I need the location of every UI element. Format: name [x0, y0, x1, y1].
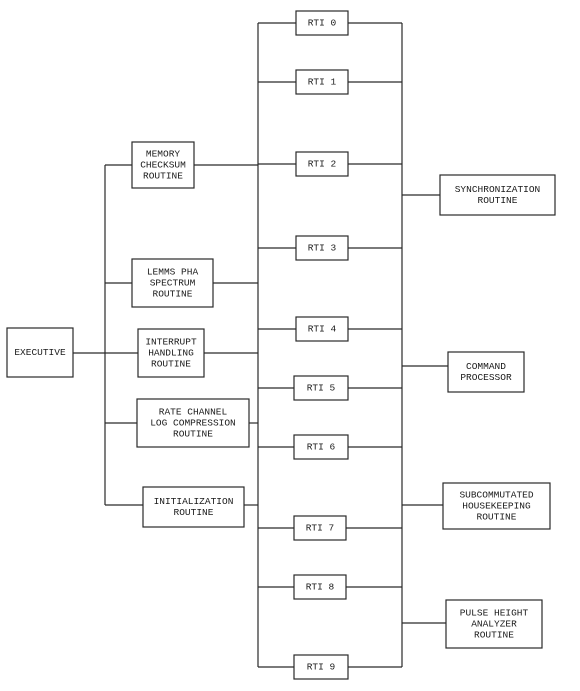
rate-channel-box-label: ROUTINE [173, 429, 213, 440]
memory-checksum-box-label: ROUTINE [143, 171, 183, 182]
rate-channel-box-label: RATE CHANNEL [159, 407, 228, 418]
command-processor-box-frame [447, 351, 525, 393]
executive-box-label: EXECUTIVE [14, 347, 66, 358]
rti-6-box: RTI 6 [293, 434, 349, 460]
rti-8-box-frame [293, 574, 347, 600]
interrupt-handling-box-frame [137, 328, 205, 378]
rti-3-box-frame [295, 235, 349, 261]
pulse-height-box-label: ROUTINE [474, 630, 514, 641]
rti-5-box-frame [293, 375, 349, 401]
rti-0-box: RTI 0 [295, 10, 349, 36]
interrupt-handling-box-label: INTERRUPT [145, 337, 197, 348]
rti-6-box-frame [293, 434, 349, 460]
memory-checksum-box-frame [131, 141, 195, 189]
pulse-height-box-label: ANALYZER [471, 619, 517, 630]
executive-box: EXECUTIVE [6, 327, 74, 378]
synchronization-box-frame [439, 174, 556, 216]
rti-7-box-frame [293, 515, 347, 541]
rti-9-box: RTI 9 [293, 654, 349, 680]
initialization-box-label: ROUTINE [174, 507, 214, 518]
rti-3-box: RTI 3 [295, 235, 349, 261]
synchronization-box-label: ROUTINE [478, 195, 518, 206]
executive-box-frame [6, 327, 74, 378]
command-processor-box-label: COMMAND [466, 361, 506, 372]
rti-7-box: RTI 7 [293, 515, 347, 541]
rti-9-box-frame [293, 654, 349, 680]
lemms-pha-box-label: LEMMS PHA [147, 267, 199, 278]
memory-checksum-box-label: CHECKSUM [140, 160, 186, 171]
rate-channel-box-frame [136, 398, 250, 448]
rti-1-box: RTI 1 [295, 69, 349, 95]
subcommutated-housekeeping-box-label: ROUTINE [477, 512, 517, 523]
rti-8-box: RTI 8 [293, 574, 347, 600]
pulse-height-box-frame [445, 599, 543, 649]
rti-8-box-label: RTI 8 [306, 582, 335, 593]
rti-1-box-label: RTI 1 [308, 77, 337, 88]
rti-2-box-label: RTI 2 [308, 159, 337, 170]
rti-4-box-label: RTI 4 [308, 324, 337, 335]
pulse-height-box-label: PULSE HEIGHT [460, 608, 529, 619]
rti-3-box-label: RTI 3 [308, 243, 337, 254]
subcommutated-housekeeping-box-frame [442, 482, 551, 530]
synchronization-box-label: SYNCHRONIZATION [455, 184, 541, 195]
subcommutated-housekeeping-box-label: SUBCOMMUTATED [459, 490, 533, 501]
rti-6-box-label: RTI 6 [307, 442, 336, 453]
lemms-pha-box-frame [131, 258, 214, 308]
rti-5-box-label: RTI 5 [307, 383, 336, 394]
rti-2-box-frame [295, 151, 349, 177]
rate-channel-box-label: LOG COMPRESSION [150, 418, 236, 429]
rti-2-box: RTI 2 [295, 151, 349, 177]
interrupt-handling-box-label: HANDLING [148, 348, 194, 359]
interrupt-handling-box-label: ROUTINE [151, 359, 191, 370]
lemms-pha-box-label: SPECTRUM [150, 278, 196, 289]
rti-9-box-label: RTI 9 [307, 662, 336, 673]
subcommutated-housekeeping-box-label: HOUSEKEEPING [462, 501, 531, 512]
rti-0-box-frame [295, 10, 349, 36]
initialization-box-frame [142, 486, 245, 528]
rti-4-box-frame [295, 316, 349, 342]
rti-4-box: RTI 4 [295, 316, 349, 342]
rti-5-box: RTI 5 [293, 375, 349, 401]
rti-0-box-label: RTI 0 [308, 18, 337, 29]
memory-checksum-box-label: MEMORY [146, 149, 181, 160]
command-processor-box-label: PROCESSOR [460, 372, 512, 383]
initialization-box-label: INITIALIZATION [154, 496, 234, 507]
lemms-pha-box-label: ROUTINE [153, 289, 193, 300]
rti-7-box-label: RTI 7 [306, 523, 335, 534]
rti-1-box-frame [295, 69, 349, 95]
